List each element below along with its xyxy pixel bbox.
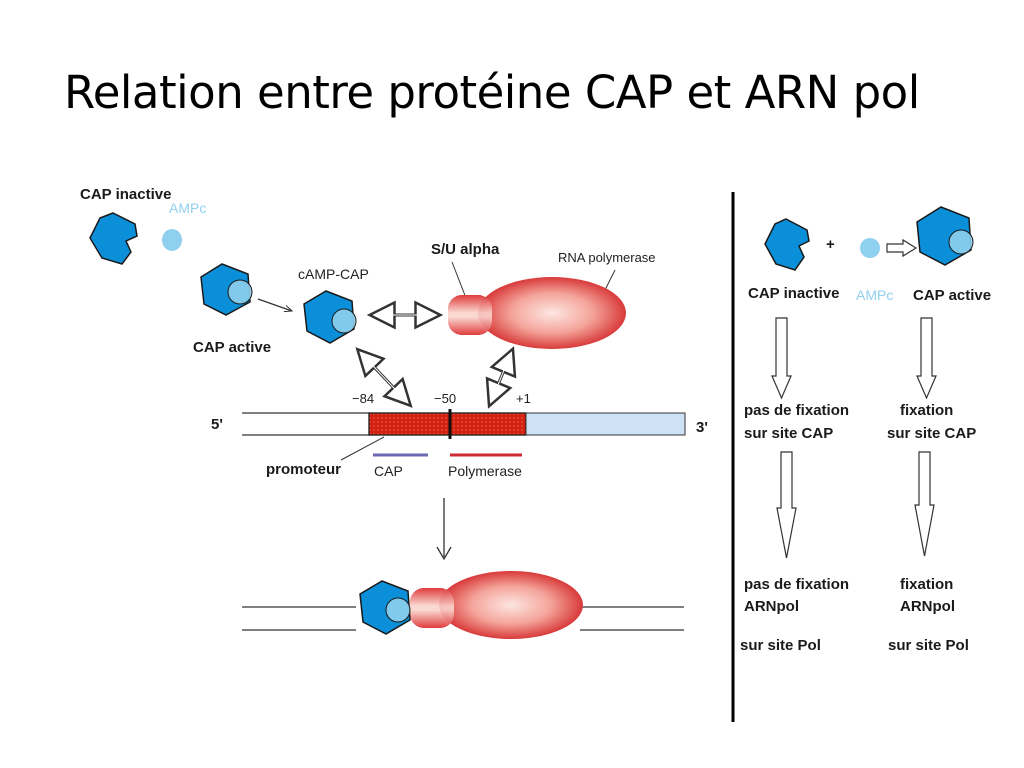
right-cap-inactive-label: CAP inactive <box>748 285 839 302</box>
five-prime-label: 5' <box>211 416 223 433</box>
right-step2-line3: sur site Pol <box>888 637 969 654</box>
promoteur-label: promoteur <box>266 461 341 478</box>
right-step1-line2: sur site CAP <box>887 425 976 442</box>
cap-active-label: CAP active <box>193 339 271 356</box>
plus-sign: + <box>826 236 835 253</box>
camp-cap-label: cAMP-CAP <box>298 266 369 282</box>
page-title: Relation entre protéine CAP et ARN pol <box>64 66 920 119</box>
right-step2-line1: fixation <box>900 576 953 593</box>
bound-complex <box>242 571 684 639</box>
left-arrow-1 <box>771 317 792 400</box>
dna-strand <box>242 409 686 439</box>
right-arrow-1 <box>916 317 937 400</box>
pos-minus50-label: −50 <box>434 391 456 406</box>
cap-inactive-label: CAP inactive <box>80 186 171 203</box>
left-step1-line1: pas de fixation <box>744 402 849 419</box>
three-prime-label: 3' <box>696 419 708 436</box>
left-step2-line3: sur site Pol <box>740 637 821 654</box>
camp-bound-icon <box>227 279 253 305</box>
promoter-region <box>368 412 527 436</box>
right-arrow-2 <box>914 451 935 557</box>
pos-plus1-label: +1 <box>516 391 531 406</box>
rna-polymerase-label: RNA polymerase <box>558 250 656 265</box>
right-cap-inactive-icon <box>764 218 810 271</box>
left-arrow-2 <box>776 451 797 559</box>
right-ampc-label: AMPc <box>856 287 893 303</box>
left-step2-line2: ARNpol <box>744 598 799 615</box>
cap-active-arrow <box>257 298 292 311</box>
right-step1-line1: fixation <box>900 402 953 419</box>
camp-cap-bound-icon <box>331 308 357 334</box>
left-step1-line2: sur site CAP <box>744 425 833 442</box>
right-ampc-icon <box>860 238 880 258</box>
cap-site-label: CAP <box>374 463 403 479</box>
right-cap-active-label: CAP active <box>913 287 991 304</box>
ampc-icon <box>162 229 182 251</box>
rna-polymerase-icon <box>448 277 626 349</box>
ampc-label: AMPc <box>169 200 206 216</box>
polymerase-site-label: Polymerase <box>448 463 522 479</box>
pos-minus84-label: −84 <box>352 391 374 406</box>
left-step2-line1: pas de fixation <box>744 576 849 593</box>
coding-region <box>525 412 686 436</box>
su-alpha-label: S/U alpha <box>431 241 500 258</box>
cap-inactive-icon <box>89 212 138 265</box>
right-step2-line2: ARNpol <box>900 598 955 615</box>
activation-arrow <box>886 238 918 258</box>
